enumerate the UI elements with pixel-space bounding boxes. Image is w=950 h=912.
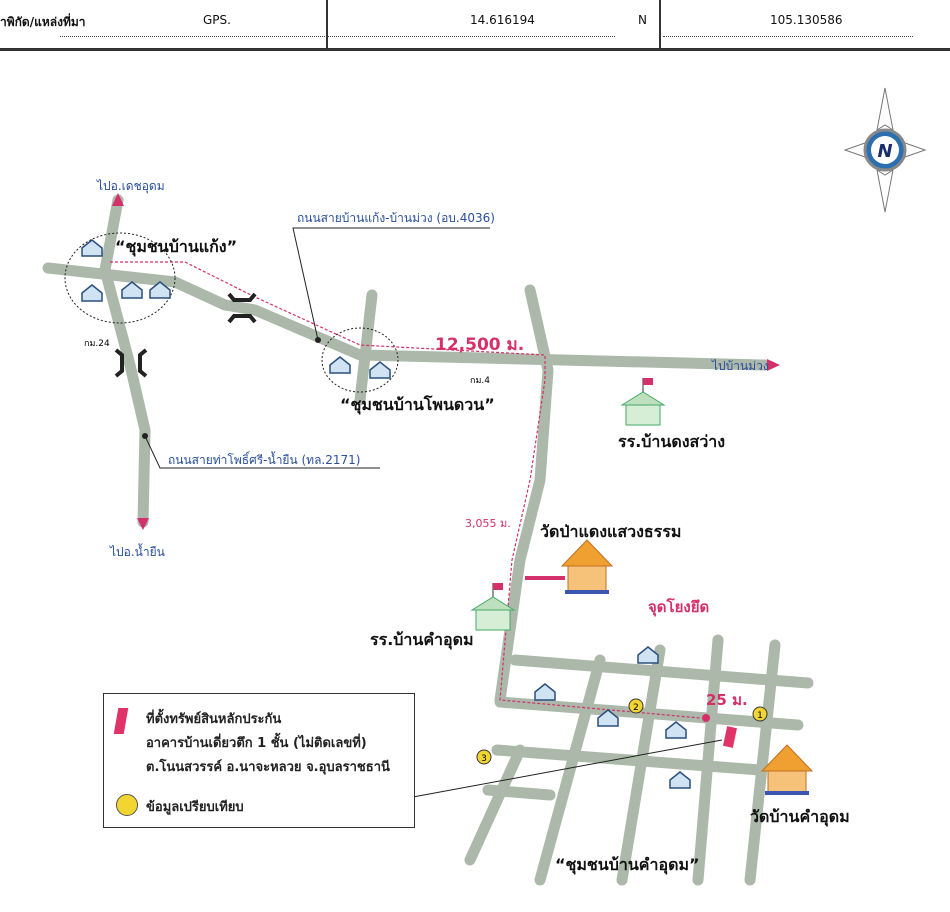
label-school-dong-sawang: รร.บ้านดงสว่าง (618, 432, 725, 451)
callout-line (144, 435, 380, 469)
bridge-icon (114, 348, 148, 378)
school-icon (470, 583, 516, 631)
leader-line (412, 739, 723, 798)
compass-icon: N (843, 87, 927, 213)
label-to-det-udom: ไปอ.เดชอุดม (96, 179, 165, 194)
label-to-ban-muang: ไปบ้านม่วง (711, 359, 769, 373)
legend-comparable: ข้อมูลเปรียบเทียบ (146, 800, 244, 815)
temple-icon (760, 744, 814, 795)
arrow-north-icon (112, 193, 124, 206)
label-km4: กม.4 (470, 376, 490, 386)
label-ban-kaeng: “ชุมชนบ้านแก้ง” (115, 237, 237, 257)
dotted-line (663, 36, 913, 37)
dotted-line (330, 36, 615, 37)
dotted-line (60, 36, 345, 37)
longitude-value: 105.130586 (770, 13, 843, 27)
comparable-3[interactable]: 3 (476, 749, 492, 765)
label-road-2171: ถนนสายท่าโพธิ์ศรี-น้ำยืน (ทล.2171) (168, 451, 360, 467)
divider (659, 0, 661, 48)
source-value: GPS. (203, 13, 231, 27)
label-temple-kham-udom: วัดบ้านคำอุดม (750, 807, 850, 827)
community-circle (321, 327, 399, 393)
label-distance-last: 25 ม. (706, 691, 748, 709)
header-label: าพิกัด/แหล่งที่มา (0, 15, 86, 29)
house-icons (81, 239, 691, 789)
label-kham-udom: “ชุมชนบ้านคำอุดม” (555, 855, 700, 875)
coordinate-header: าพิกัด/แหล่งที่มา GPS. 14.616194 N 105.1… (0, 0, 950, 51)
bridge-icon (227, 292, 257, 324)
legend-line3: ต.โนนสวรรค์ อ.นาจะหลวย จ.อุบลราชธานี (146, 760, 390, 775)
label-reference-point: จุดโยงยึด (648, 597, 709, 617)
arrow-south-icon (137, 518, 149, 530)
compass-letter: N (877, 141, 892, 162)
label-to-nam-yuen: ไปอ.น้ำยืน (109, 543, 165, 559)
subject-property-legend-icon (113, 708, 129, 734)
label-distance-side: 3,055 ม. (465, 517, 511, 530)
temple-icon (525, 539, 614, 594)
comparable-2[interactable]: 2 (628, 698, 644, 714)
label-phon-duan: “ชุมชนบ้านโพนดวน” (340, 394, 495, 415)
legend-line1: ที่ตั้งทรัพย์สินหลักประกัน (146, 712, 282, 727)
route-line (110, 261, 701, 719)
label-distance-main: 12,500 ม. (435, 335, 524, 355)
divider (326, 0, 328, 48)
svg-text:3: 3 (481, 754, 487, 764)
comparable-1[interactable]: 1 (752, 706, 768, 722)
reference-point-marker[interactable] (702, 714, 710, 722)
latitude-direction: N (638, 13, 647, 27)
community-circle (64, 232, 176, 324)
label-school-kham-udom: รร.บ้านคำอุดม (370, 630, 474, 650)
comparable-legend-icon (116, 794, 138, 816)
map-legend: ที่ตั้งทรัพย์สินหลักประกัน อาคารบ้านเดี่… (103, 693, 415, 828)
label-road-4036: ถนนสายบ้านแก้ง-บ้านม่วง (อบ.4036) (297, 211, 495, 225)
subject-property-marker[interactable] (723, 726, 737, 748)
latitude-value: 14.616194 (470, 13, 535, 27)
svg-text:1: 1 (757, 711, 763, 721)
legend-line2: อาคารบ้านเดี่ยวตึก 1 ชั้น (ไม่ติดเลขที่) (146, 736, 367, 751)
callout-line (292, 227, 490, 341)
school-icon (620, 378, 666, 426)
svg-text:2: 2 (633, 703, 639, 713)
arrow-east-icon (767, 359, 780, 371)
label-km24: กม.24 (84, 339, 110, 349)
label-temple-pa-daeng: วัดป่าแดงแสวงธรรม (540, 522, 681, 541)
